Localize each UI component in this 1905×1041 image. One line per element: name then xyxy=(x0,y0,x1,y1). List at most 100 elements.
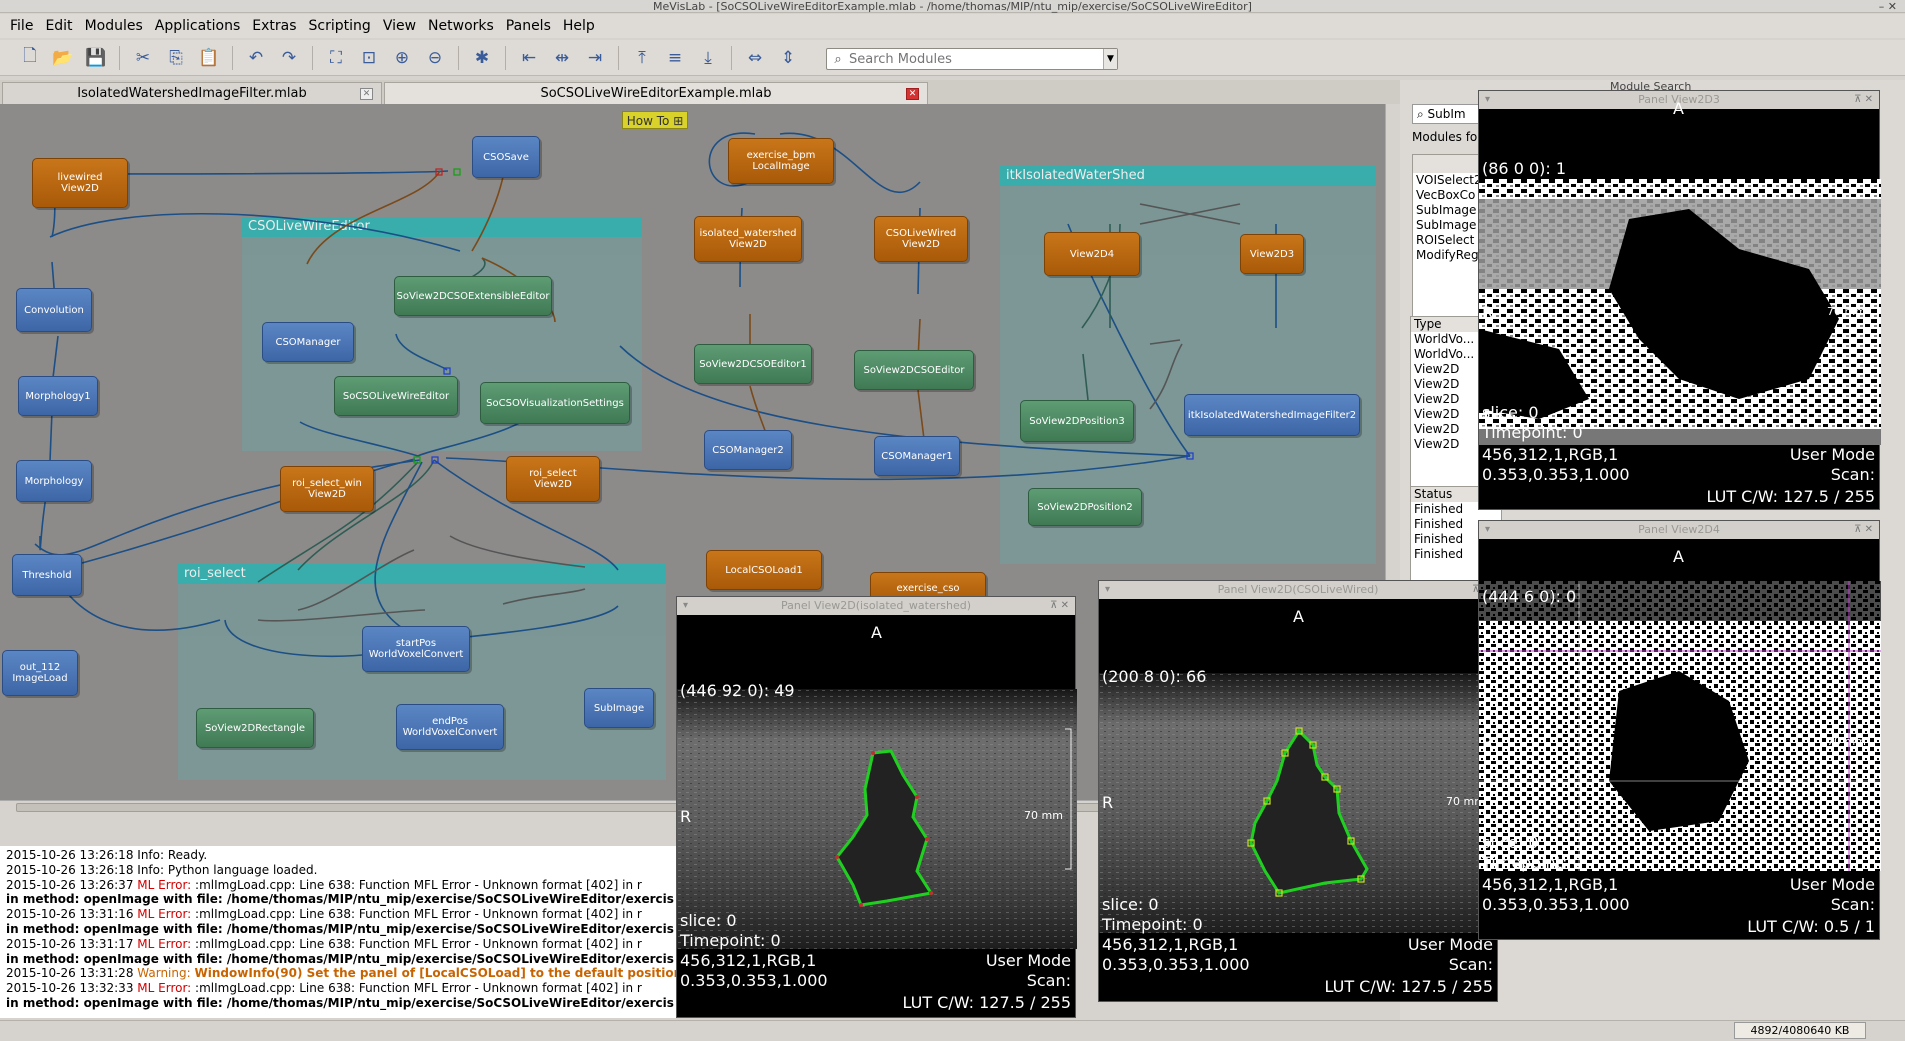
close-icon[interactable]: ✕ xyxy=(906,88,919,100)
menu-scripting[interactable]: Scripting xyxy=(308,18,371,34)
module-csomanager2[interactable]: CSOManager2 xyxy=(704,430,792,470)
list-item[interactable]: WorldVo... xyxy=(1414,332,1475,346)
module-view2d3[interactable]: View2D3 xyxy=(1240,234,1304,274)
list-item[interactable]: ModifyReg xyxy=(1416,248,1479,262)
fit-icon[interactable]: ⛶ xyxy=(330,47,342,68)
align-middle-icon[interactable]: ≡ xyxy=(667,47,683,68)
module-socsovis[interactable]: SoCSOVisualizationSettings xyxy=(480,382,630,424)
panel-view2d-isolated-watershed[interactable]: ▾Panel View2D(isolated_watershed)⊼ ✕ A (… xyxy=(676,596,1077,1018)
list-item[interactable]: View2D xyxy=(1414,392,1460,406)
how-to-button[interactable]: How To ⊞ xyxy=(622,111,688,129)
undo-icon[interactable]: ↶ xyxy=(248,47,264,68)
module-morphology[interactable]: Morphology xyxy=(16,460,92,502)
module-view2d4[interactable]: View2D4 xyxy=(1044,232,1140,276)
chevron-down-icon[interactable]: ▼ xyxy=(1103,49,1117,69)
debug-icon[interactable]: ✱ xyxy=(474,47,490,68)
tab-socsolivewire[interactable]: SoCSOLiveWireEditorExample.mlab ✕ xyxy=(384,82,928,104)
redo-icon[interactable]: ↷ xyxy=(281,47,297,68)
list-item[interactable]: WorldVo... xyxy=(1414,347,1475,361)
menu-view[interactable]: View xyxy=(382,18,417,34)
module-csosave[interactable]: CSOSave xyxy=(472,136,540,178)
open-folder-icon[interactable]: 📂 xyxy=(52,47,74,68)
menu-networks[interactable]: Networks xyxy=(428,18,494,34)
close-icon[interactable]: ⊼ ✕ xyxy=(1050,600,1069,611)
module-convolution[interactable]: Convolution xyxy=(16,288,92,332)
module-soview2dcsoext[interactable]: SoView2DCSOExtensibleEditor xyxy=(394,276,552,316)
module-soview2drect[interactable]: SoView2DRectangle xyxy=(196,708,314,748)
list-item[interactable]: SubImage xyxy=(1416,218,1477,232)
align-left-icon[interactable]: ⇤ xyxy=(521,47,537,68)
list-item[interactable]: View2D xyxy=(1414,377,1460,391)
paste-icon[interactable]: 📋 xyxy=(198,47,220,68)
console-log[interactable]: 2015-10-26 13:26:18 Info: Ready.2015-10-… xyxy=(0,846,680,1018)
fit-selection-icon[interactable]: ⊡ xyxy=(361,47,377,68)
panel-titlebar[interactable]: ▾Panel View2D3⊼ ✕ xyxy=(1479,91,1879,109)
module-morphology1[interactable]: Morphology1 xyxy=(18,376,98,416)
module-soview2dpos2[interactable]: SoView2DPosition2 xyxy=(1028,488,1142,526)
close-icon[interactable]: ⊼ ✕ xyxy=(1854,94,1873,105)
align-center-icon[interactable]: ⇹ xyxy=(554,47,570,68)
list-item[interactable]: SubImage xyxy=(1416,203,1477,217)
module-search-box[interactable]: ⌕ ▼ xyxy=(826,48,1118,70)
ultrasound-image[interactable] xyxy=(677,689,1077,949)
list-item[interactable]: View2D xyxy=(1414,407,1460,421)
panel-view2d4[interactable]: ▾Panel View2D4⊼ ✕ A (444 6 0): 0 R 70 mm… xyxy=(1478,520,1881,940)
module-soview2dcsoed[interactable]: SoView2DCSOEditor xyxy=(854,350,974,390)
panel-view2d3[interactable]: ▾Panel View2D3⊼ ✕ A (86 0 0): 1 R 70 mm … xyxy=(1478,90,1881,510)
list-item[interactable]: VOISelect2 xyxy=(1416,173,1482,187)
list-item[interactable]: VecBoxCo xyxy=(1416,188,1476,202)
menu-panels[interactable]: Panels xyxy=(505,18,551,34)
panel-view2d-csolivewired[interactable]: ▾Panel View2D(CSOLiveWired)⊼ ✕ A (200 8 … xyxy=(1098,580,1499,1002)
copy-icon[interactable]: ⎘ xyxy=(169,47,183,68)
distribute-h-icon[interactable]: ⇔ xyxy=(747,47,763,68)
save-icon[interactable]: 💾 xyxy=(85,47,107,68)
zoom-in-icon[interactable]: ⊕ xyxy=(394,47,410,68)
close-icon[interactable]: ⊼ ✕ xyxy=(1854,524,1873,535)
module-localcsoload1[interactable]: LocalCSOLoad1 xyxy=(706,550,822,590)
module-subimage[interactable]: SubImage xyxy=(584,688,654,728)
distribute-v-icon[interactable]: ⇕ xyxy=(780,47,796,68)
module-csomanager1[interactable]: CSOManager1 xyxy=(874,436,960,476)
tab-isolatedwatershed[interactable]: IsolatedWatershedImageFilter.mlab ✕ xyxy=(2,82,382,104)
module-soview2dcsoed1[interactable]: SoView2DCSOEditor1 xyxy=(694,344,812,384)
list-item[interactable]: View2D xyxy=(1414,437,1460,451)
new-file-icon[interactable]: 🗋 xyxy=(23,46,37,66)
ultrasound-image[interactable] xyxy=(1099,673,1499,933)
menu-file[interactable]: File xyxy=(10,18,34,34)
panel-titlebar[interactable]: ▾Panel View2D(isolated_watershed)⊼ ✕ xyxy=(677,597,1075,615)
module-search-input[interactable] xyxy=(849,51,1103,67)
menu-edit[interactable]: Edit xyxy=(45,18,73,34)
list-item[interactable]: View2D xyxy=(1414,422,1460,436)
module-itkiso2[interactable]: itkIsolatedWatershedImageFilter2 xyxy=(1184,394,1360,436)
watershed-image[interactable] xyxy=(1479,179,1881,445)
list-item[interactable]: ROISelect xyxy=(1416,233,1475,247)
menu-extras[interactable]: Extras xyxy=(252,18,297,34)
list-item[interactable]: View2D xyxy=(1414,362,1460,376)
align-right-icon[interactable]: ⇥ xyxy=(587,47,603,68)
watershed-image[interactable] xyxy=(1479,581,1881,871)
menu-applications[interactable]: Applications xyxy=(154,18,241,34)
module-socsolivewire[interactable]: SoCSOLiveWireEditor xyxy=(334,376,458,416)
menu-help[interactable]: Help xyxy=(562,18,595,34)
panel-titlebar[interactable]: ▾Panel View2D(CSOLiveWired)⊼ ✕ xyxy=(1099,581,1497,599)
align-bottom-icon[interactable]: ⤓ xyxy=(704,47,712,68)
side-search-field[interactable]: ⌕ SubIm xyxy=(1412,104,1492,124)
module-soview2dpos3[interactable]: SoView2DPosition3 xyxy=(1020,400,1134,442)
cut-icon[interactable]: ✂ xyxy=(135,47,151,68)
close-icon[interactable]: ✕ xyxy=(360,88,373,100)
menu-modules[interactable]: Modules xyxy=(84,18,143,34)
module-csomanager[interactable]: CSOManager xyxy=(262,322,354,362)
window-controls[interactable]: – ✕ xyxy=(1878,0,1897,13)
panel-titlebar[interactable]: ▾Panel View2D4⊼ ✕ xyxy=(1479,521,1879,539)
zoom-out-icon[interactable]: ⊖ xyxy=(427,47,443,68)
module-threshold[interactable]: Threshold xyxy=(12,554,82,596)
